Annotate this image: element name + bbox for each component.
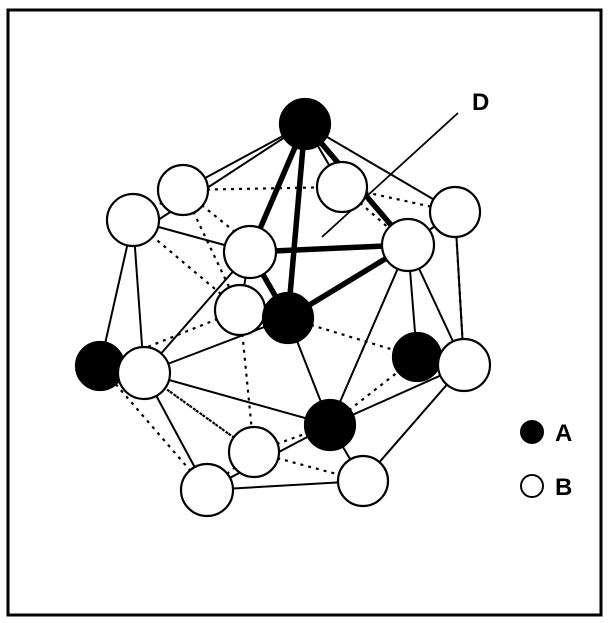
atom-b bbox=[116, 345, 172, 401]
atom-b bbox=[336, 454, 390, 508]
back-atoms bbox=[74, 160, 443, 479]
atom-b bbox=[105, 192, 161, 248]
atom-b bbox=[428, 185, 482, 239]
legend-swatch-a bbox=[520, 420, 544, 444]
atom-b bbox=[227, 425, 281, 479]
atom-a bbox=[278, 97, 332, 151]
atom-b bbox=[213, 283, 267, 337]
atom-b bbox=[179, 462, 235, 518]
atom-a bbox=[74, 340, 126, 392]
atom-b bbox=[222, 224, 278, 280]
legend-swatch-b bbox=[520, 474, 544, 498]
atom-b bbox=[436, 337, 492, 393]
pointer-line-d bbox=[321, 112, 459, 238]
front-atoms bbox=[105, 97, 492, 518]
legend-label-a: A bbox=[555, 420, 572, 447]
atom-a bbox=[261, 291, 315, 345]
pointer-label-d: D bbox=[472, 89, 489, 116]
legend-label-b: B bbox=[555, 474, 572, 501]
atom-a bbox=[303, 398, 357, 452]
atom-a bbox=[391, 331, 443, 383]
atom-b bbox=[315, 160, 369, 214]
legend: A B bbox=[520, 420, 572, 501]
atom-b bbox=[156, 163, 210, 217]
atom-b bbox=[380, 217, 436, 273]
